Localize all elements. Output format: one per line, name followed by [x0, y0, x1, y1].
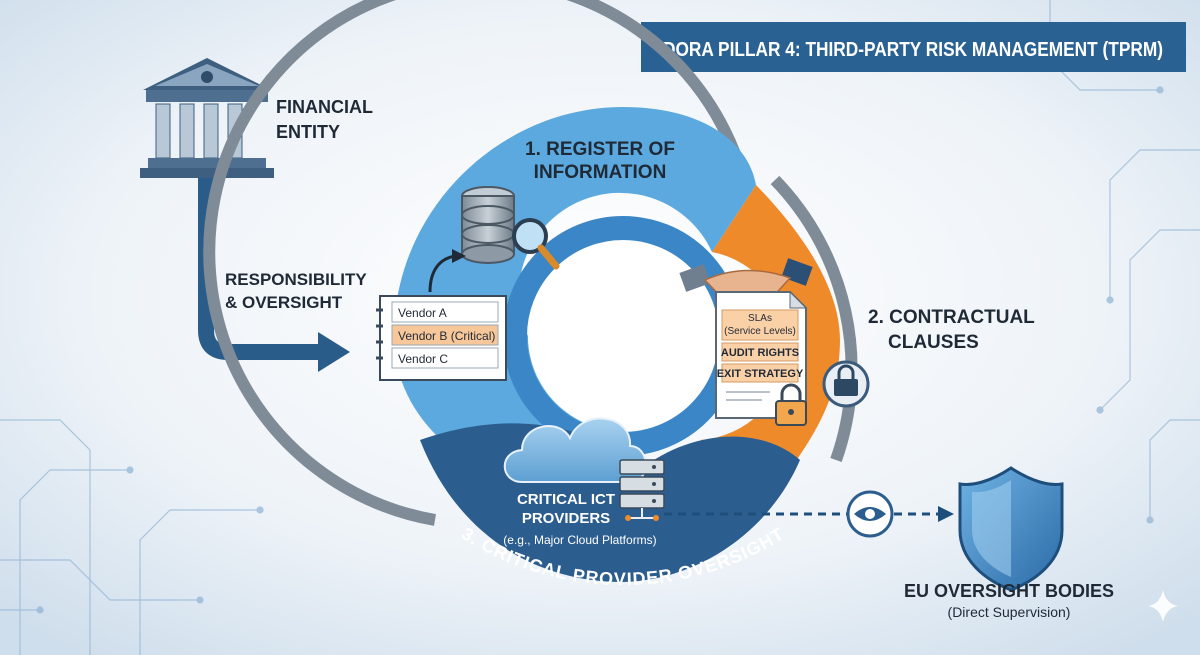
- eu-oversight-line1: EU OVERSIGHT BODIES: [904, 581, 1114, 601]
- circuit-decoration-right: [1049, 0, 1200, 524]
- cloud-icon: [503, 417, 647, 483]
- audit-rights-label: AUDIT RIGHTS: [721, 347, 799, 359]
- critical-providers-line3: (e.g., Major Cloud Platforms): [503, 533, 656, 547]
- padlock-icon: [775, 383, 807, 426]
- critical-providers-line1: CRITICAL ICT: [517, 491, 615, 508]
- page-title: DORA PILLAR 4: THIRD-PARTY RISK MANAGEME…: [663, 39, 1163, 61]
- outer-ring-left: [203, 0, 741, 526]
- circuit-decoration-left: [0, 419, 264, 655]
- responsibility-label-line2: & OVERSIGHT: [225, 293, 343, 312]
- financial-entity-label-line2: ENTITY: [276, 122, 340, 142]
- shield-icon: [958, 466, 1064, 592]
- contractual-title-line2: CLAUSES: [888, 332, 979, 353]
- bank-building-icon: [140, 58, 274, 178]
- contractual-title-line1: 2. CONTRACTUAL: [868, 307, 1035, 328]
- critical-providers-line2: PROVIDERS: [522, 510, 610, 527]
- eu-oversight-line2: (Direct Supervision): [948, 604, 1071, 620]
- responsibility-label-line1: RESPONSIBILITY: [225, 270, 367, 289]
- eye-icon: [846, 490, 894, 538]
- exit-strategy-label: EXIT STRATEGY: [717, 368, 804, 380]
- center-hub: [528, 241, 718, 431]
- supervision-arrow-head-icon: [938, 506, 954, 522]
- server-rack-icon: [619, 459, 665, 521]
- outer-ring-right: [770, 175, 858, 462]
- vendor-register-notebook: [376, 295, 507, 381]
- curved-arrow-head-icon: [452, 249, 466, 263]
- sla-label-line1: SLAs: [748, 313, 772, 324]
- register-title-line1: 1. REGISTER OF: [525, 139, 675, 160]
- vendor-row-2: Vendor B (Critical): [398, 329, 495, 343]
- vendor-row-3: Vendor C: [398, 352, 448, 366]
- lock-badge-icon: [822, 360, 870, 408]
- sparkle-icon: [1148, 590, 1178, 622]
- register-title-line2: INFORMATION: [534, 162, 667, 183]
- vendor-row-1: Vendor A: [398, 306, 447, 320]
- register-section: [394, 107, 756, 336]
- title-banner: [641, 22, 1186, 72]
- database-search-icon: [461, 186, 560, 270]
- contract-document: [715, 290, 808, 419]
- arrow-head-icon: [318, 332, 350, 372]
- sla-label-line2: (Service Levels): [724, 326, 796, 337]
- financial-entity-label-line1: FINANCIAL: [276, 97, 373, 117]
